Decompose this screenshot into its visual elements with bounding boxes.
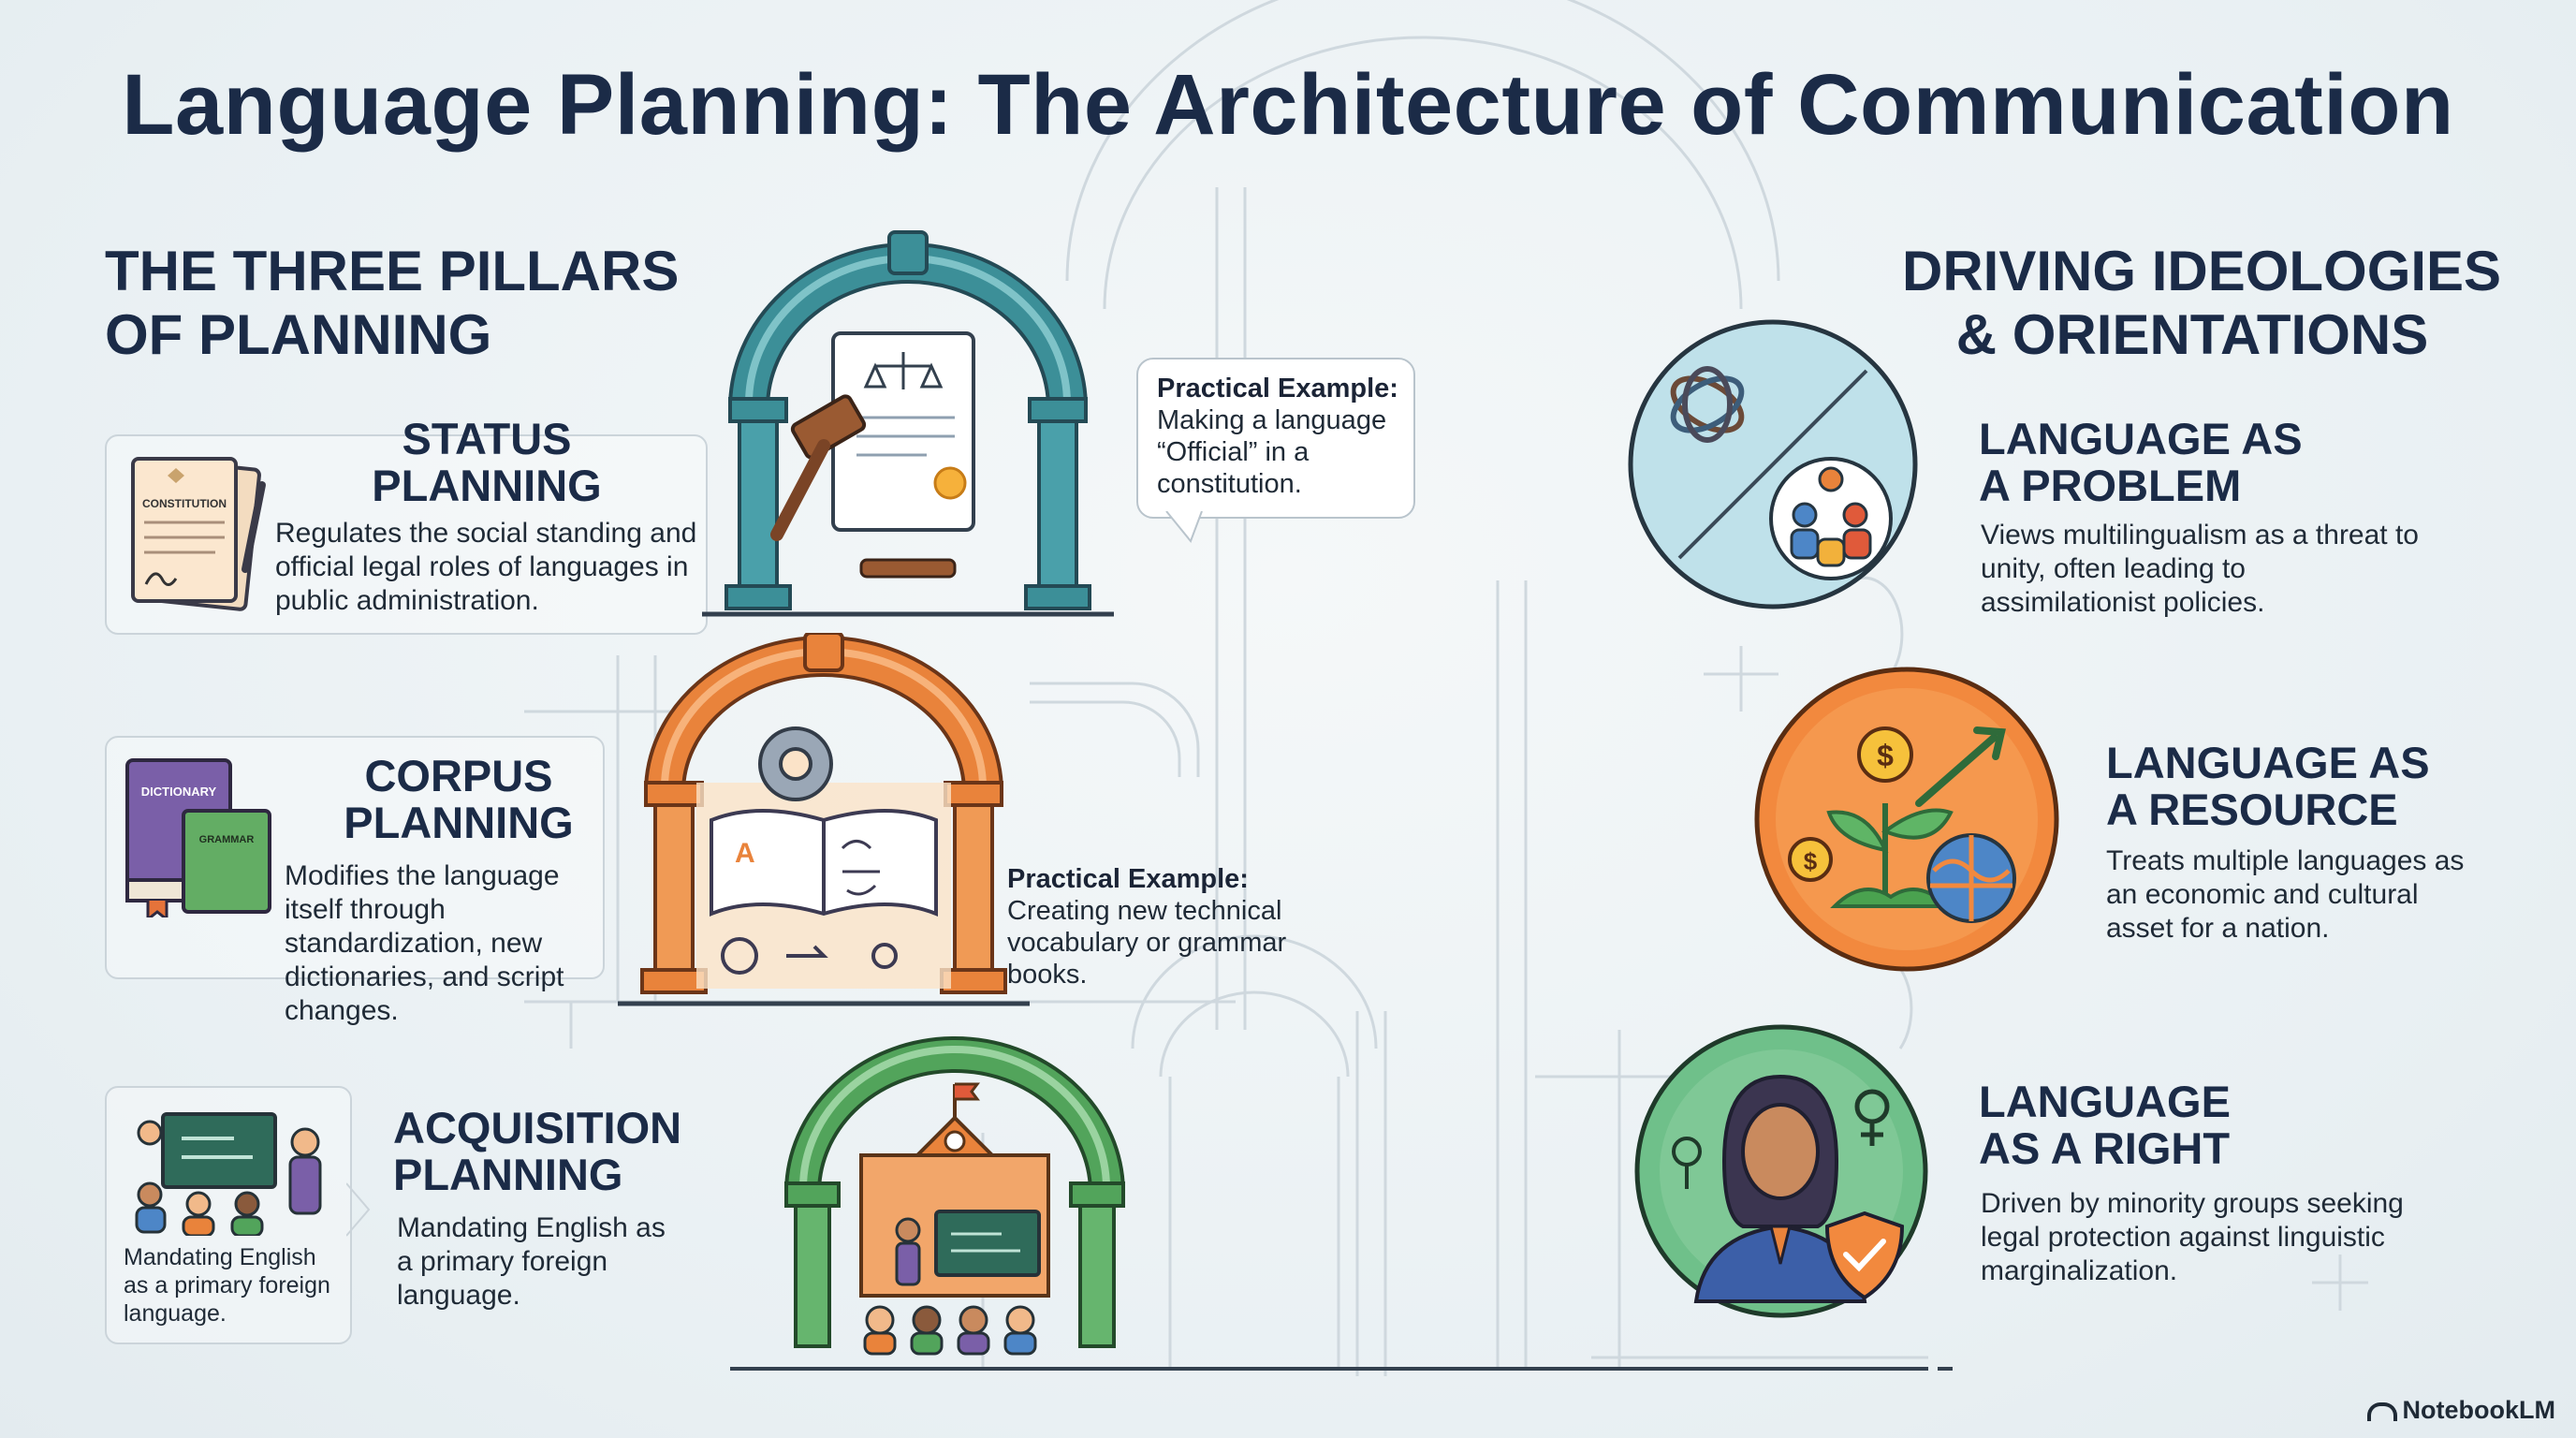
corpus-example-text: Creating new technical vocabulary or gra… — [1007, 896, 1287, 990]
language-resource-title: LANGUAGE AS A RESOURCE — [2106, 740, 2430, 833]
classroom-teacher-icon — [135, 1112, 322, 1236]
baseline-ground-line — [730, 1367, 1953, 1371]
ideologies-heading-line2: & ORIENTATIONS — [1955, 303, 2429, 366]
status-bubble-tail — [1165, 511, 1203, 543]
watermark-text: NotebookLM — [2402, 1396, 2555, 1424]
language-right-illustration — [1634, 1024, 1928, 1318]
pillars-heading: THE THREE PILLARS OF PLANNING — [105, 240, 679, 367]
acquisition-title-line2: PLANNING — [393, 1150, 623, 1199]
resource-title-line2: A RESOURCE — [2106, 785, 2398, 834]
language-right-description: Driven by minority groups seeking legal … — [1981, 1188, 2404, 1286]
right-title-line2: AS A RIGHT — [1979, 1123, 2231, 1173]
dollar-coin-icon: $ — [1877, 739, 1894, 772]
status-title-line1: STATUS — [402, 414, 572, 463]
corpus-example: Practical Example: Creating new technica… — [1007, 863, 1288, 990]
pillars-heading-line2: OF PLANNING — [105, 303, 492, 366]
status-planning-description: Regulates the social standing and offici… — [275, 518, 697, 616]
small-coin-icon: $ — [1804, 847, 1818, 875]
corpus-example-title: Practical Example: — [1007, 864, 1249, 894]
acquisition-arch-illustration — [783, 1036, 1126, 1356]
acquisition-title-line1: ACQUISITION — [393, 1103, 682, 1152]
acquisition-card-note: Mandating English as a primary foreign l… — [124, 1244, 330, 1327]
status-arch-illustration — [702, 230, 1114, 617]
dictionary-books-icon: DICTIONARY GRAMMAR — [125, 758, 271, 917]
language-right-title: LANGUAGE AS A RIGHT — [1979, 1078, 2231, 1172]
notebooklm-logo-icon — [2366, 1401, 2397, 1421]
constitution-icon-label: CONSTITUTION — [142, 497, 227, 510]
grammar-icon-label: GRAMMAR — [199, 834, 255, 845]
corpus-planning-title: CORPUS PLANNING — [300, 753, 618, 846]
language-problem-illustration — [1628, 319, 1918, 609]
resource-title-line1: LANGUAGE AS — [2106, 738, 2430, 787]
notebooklm-watermark: NotebookLM — [2366, 1396, 2555, 1425]
problem-title-line2: A PROBLEM — [1979, 461, 2242, 510]
corpus-title-line1: CORPUS — [364, 751, 553, 800]
acquisition-card-pointer — [346, 1182, 371, 1237]
status-example-bubble: Practical Example: Making a language “Of… — [1136, 358, 1415, 519]
status-planning-title: STATUS PLANNING — [300, 416, 674, 509]
pillars-heading-line1: THE THREE PILLARS — [105, 240, 680, 302]
ideologies-heading-line1: DRIVING IDEOLOGIES — [1902, 240, 2502, 302]
page-title: Language Planning: The Architecture of C… — [122, 57, 2454, 153]
language-resource-illustration: $ $ — [1754, 667, 2059, 972]
acquisition-planning-description: Mandating English as a primary foreign l… — [397, 1212, 666, 1311]
letter-a-glyph: A — [735, 838, 755, 869]
status-title-line2: PLANNING — [372, 461, 602, 510]
problem-title-line1: LANGUAGE AS — [1979, 414, 2303, 463]
ideologies-heading: DRIVING IDEOLOGIES & ORIENTATIONS — [1902, 240, 2502, 367]
language-problem-description: Views multilingualism as a threat to uni… — [1981, 520, 2419, 618]
right-title-line1: LANGUAGE — [1979, 1077, 2231, 1126]
dictionary-icon-label: DICTIONARY — [141, 785, 217, 799]
corpus-title-line2: PLANNING — [344, 798, 574, 847]
language-resource-description: Treats multiple languages as an economic… — [2106, 845, 2465, 944]
status-example-title: Practical Example: — [1157, 374, 1398, 404]
corpus-planning-description: Modifies the language itself through sta… — [124, 859, 610, 1028]
corpus-description-text: Modifies the language itself through sta… — [285, 860, 564, 1026]
language-problem-title: LANGUAGE AS A PROBLEM — [1979, 416, 2303, 509]
corpus-arch-illustration: A — [618, 633, 1030, 1006]
acquisition-planning-title: ACQUISITION PLANNING — [393, 1105, 681, 1198]
constitution-document-icon: CONSTITUTION — [131, 457, 266, 611]
status-example-text: Making a language “Official” in a consti… — [1157, 405, 1387, 499]
